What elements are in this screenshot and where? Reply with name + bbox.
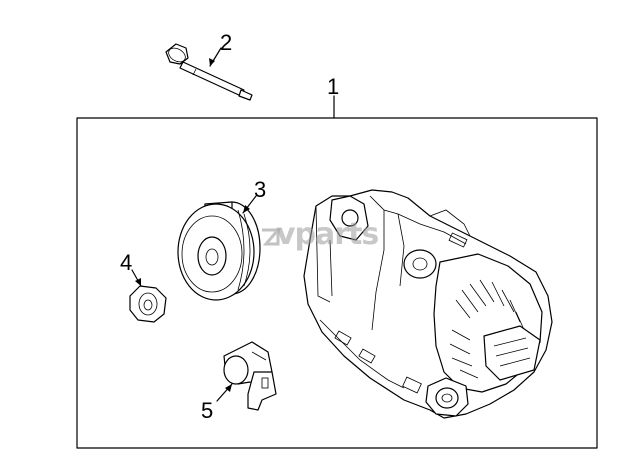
- callout-3[interactable]: 3: [242, 177, 266, 214]
- alternator[interactable]: [303, 189, 553, 419]
- callout-1[interactable]: 1: [327, 74, 339, 119]
- callout-2-label: 2: [220, 30, 232, 55]
- callout-4-label: 4: [120, 250, 132, 275]
- callout-5-label: 5: [201, 398, 213, 423]
- pulley[interactable]: [177, 201, 261, 301]
- watermark-logo: vparts: [262, 217, 379, 252]
- nut[interactable]: [129, 285, 167, 323]
- callout-4[interactable]: 4: [120, 250, 142, 287]
- assembly-frame: [76, 117, 598, 449]
- callout-1-label: 1: [327, 74, 339, 99]
- mounting-bolt[interactable]: [165, 43, 253, 101]
- callout-3-label: 3: [254, 177, 266, 202]
- connector-cap[interactable]: [223, 341, 277, 411]
- callout-5[interactable]: 5: [201, 383, 233, 423]
- callout-2[interactable]: 2: [209, 30, 232, 67]
- watermark-text: vparts: [276, 217, 378, 252]
